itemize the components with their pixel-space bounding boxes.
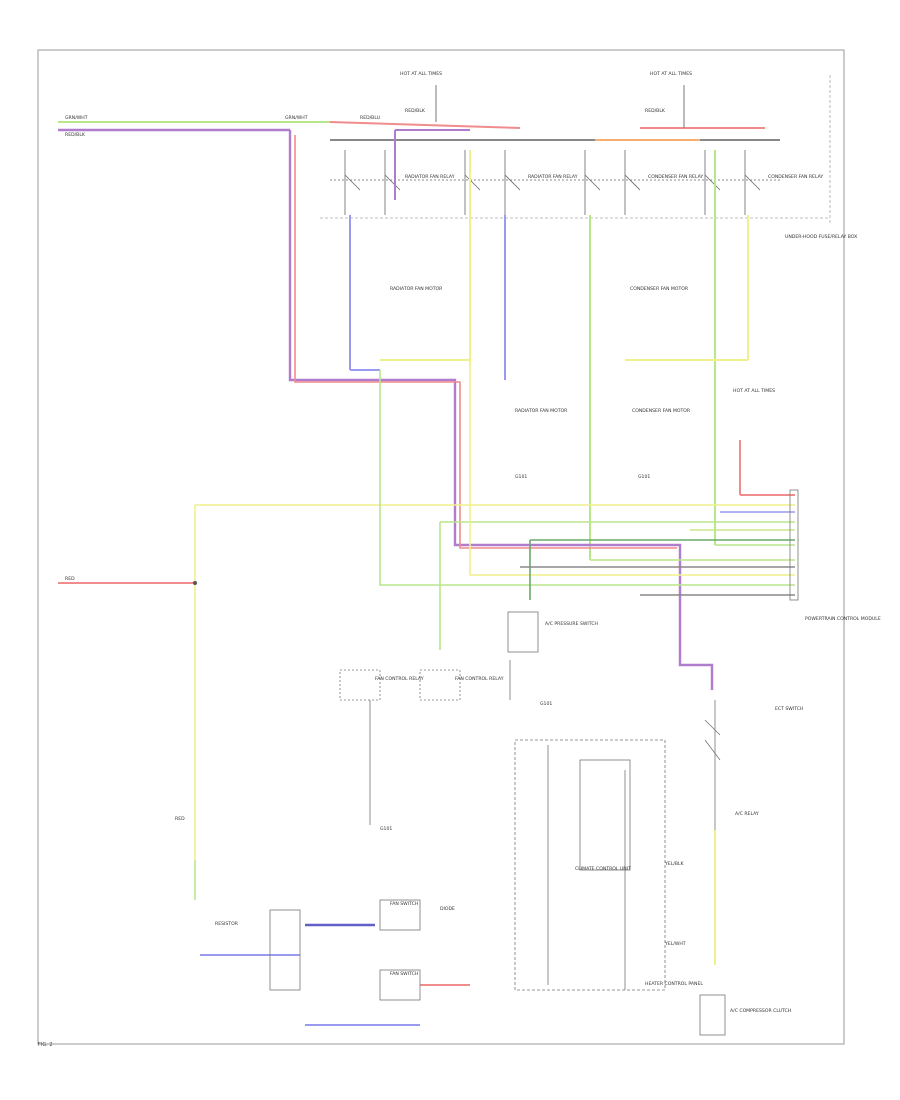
thermo-switch-a-label: FAN SWITCH (390, 901, 418, 907)
wire-label-top-left-1: GRN/WHT (65, 115, 88, 121)
relay-label-1: RADIATOR FAN RELAY (405, 174, 455, 180)
thermo-switch-b-label: FAN SWITCH (390, 971, 418, 977)
hot-label-1: HOT AT ALL TIMES (400, 71, 442, 77)
radiator-fan-motor-label: RADIATOR FAN MOTOR (515, 408, 568, 414)
ect-unit-label: ECT SWITCH (775, 706, 803, 712)
underhood-box-label: UNDER-HOOD FUSE/RELAY BOX (785, 234, 857, 240)
wire-label-red-lower: RED (175, 816, 185, 822)
wire-label-red-left: RED (65, 576, 75, 582)
harness-bundle (194, 365, 795, 860)
lower-components (269, 611, 726, 1036)
climate-unit-label: CLIMATE CONTROL UNIT (575, 866, 631, 872)
fan-control-label-1: FAN CONTROL RELAY (375, 676, 424, 682)
ground-mid-label: G101 (515, 474, 527, 480)
wire-red-top (329, 121, 521, 129)
hot-label-2: HOT AT ALL TIMES (650, 71, 692, 77)
heater-control-label: HEATER CONTROL PANEL (645, 981, 703, 987)
wire-label-top-mid-2: RED/BLK (405, 108, 426, 114)
wire-label-top-left-3: RED/BLK (65, 132, 86, 138)
fan-control-label-2: FAN CONTROL RELAY (455, 676, 504, 682)
fan-motor-label-2: CONDENSER FAN MOTOR (630, 286, 689, 292)
wire-label-yel-wht: YEL/WHT (664, 941, 686, 947)
hot-label-3: HOT AT ALL TIMES (733, 388, 775, 394)
wire-label-yel-blk: YEL/BLK (664, 861, 685, 867)
ground-ac-label: G101 (638, 474, 650, 480)
pcm-connector (789, 489, 799, 601)
figure-label: FIG. 2 (38, 1042, 53, 1048)
resistor-label: RESISTOR (215, 921, 239, 927)
wire-label-top-left-2: GRN/WHT (285, 115, 308, 121)
relay-label-3: CONDENSER FAN RELAY (648, 174, 703, 180)
ground-low-label: G101 (540, 701, 552, 707)
condenser-fan-motor-label: CONDENSER FAN MOTOR (632, 408, 691, 414)
ac-pressure-switch-label: A/C PRESSURE SWITCH (545, 621, 598, 627)
relay-label-4: CONDENSER FAN RELAY (768, 174, 823, 180)
relay-contacts (330, 150, 780, 215)
ac-relay-label: A/C RELAY (735, 811, 759, 817)
wire-red-long (294, 135, 677, 549)
diode-label: DIODE (440, 906, 455, 912)
splice-left (193, 581, 197, 585)
fan-motor-label-1: RADIATOR FAN MOTOR (390, 286, 443, 292)
ground-left-label: G101 (380, 826, 392, 832)
wire-label-top-mid-1: RED/BLU (360, 115, 380, 121)
wire-label-top-right-1: RED/BLK (645, 108, 666, 114)
diagram-frame (37, 49, 845, 1045)
ac-clutch-label: A/C COMPRESSOR CLUTCH (730, 1008, 791, 1014)
wire-violet-long (288, 130, 714, 690)
relay-label-2: RADIATOR FAN RELAY (528, 174, 578, 180)
pcm-label: POWERTRAIN CONTROL MODULE (805, 616, 881, 622)
